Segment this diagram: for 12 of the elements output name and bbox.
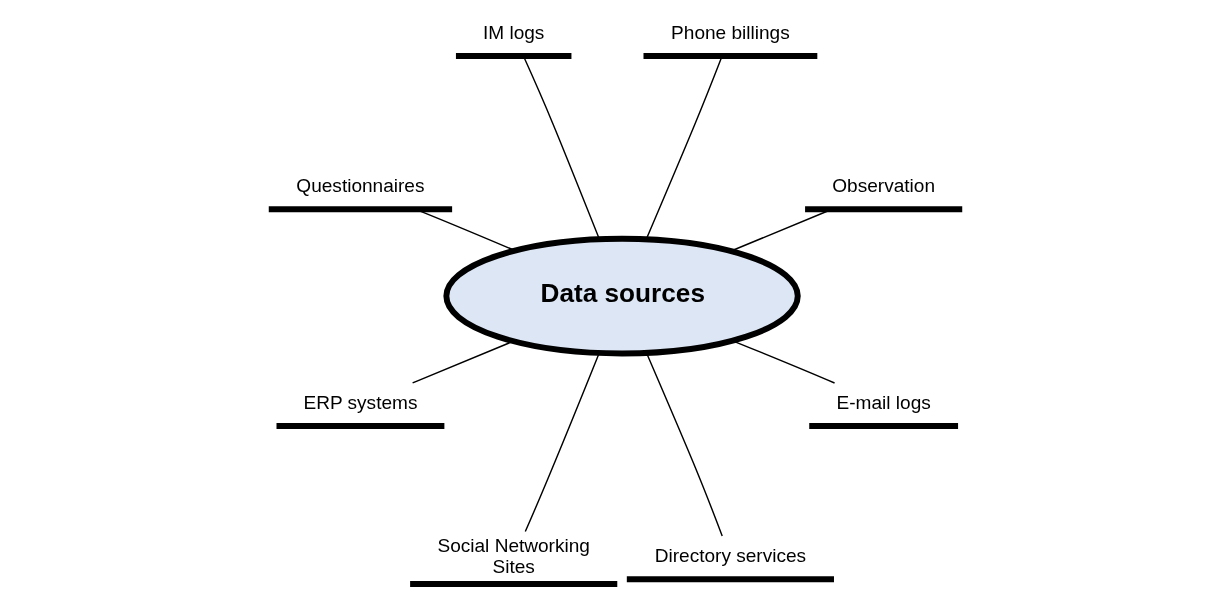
- node-text: Directory services: [654, 545, 806, 567]
- node-text: E-mail logs: [836, 392, 931, 413]
- connector: [524, 352, 600, 533]
- node-text: Phone billings: [670, 22, 790, 44]
- node-ellipse: Data sources: [442, 235, 801, 357]
- node-text: Social Networking Sites: [436, 534, 590, 577]
- node-text: IM logs: [482, 22, 544, 44]
- connector: [645, 352, 723, 537]
- connector: [411, 340, 514, 384]
- node-text: Questionnaires: [295, 175, 425, 197]
- node-text: Observation: [831, 175, 935, 197]
- node-text: ERP systems: [302, 392, 417, 413]
